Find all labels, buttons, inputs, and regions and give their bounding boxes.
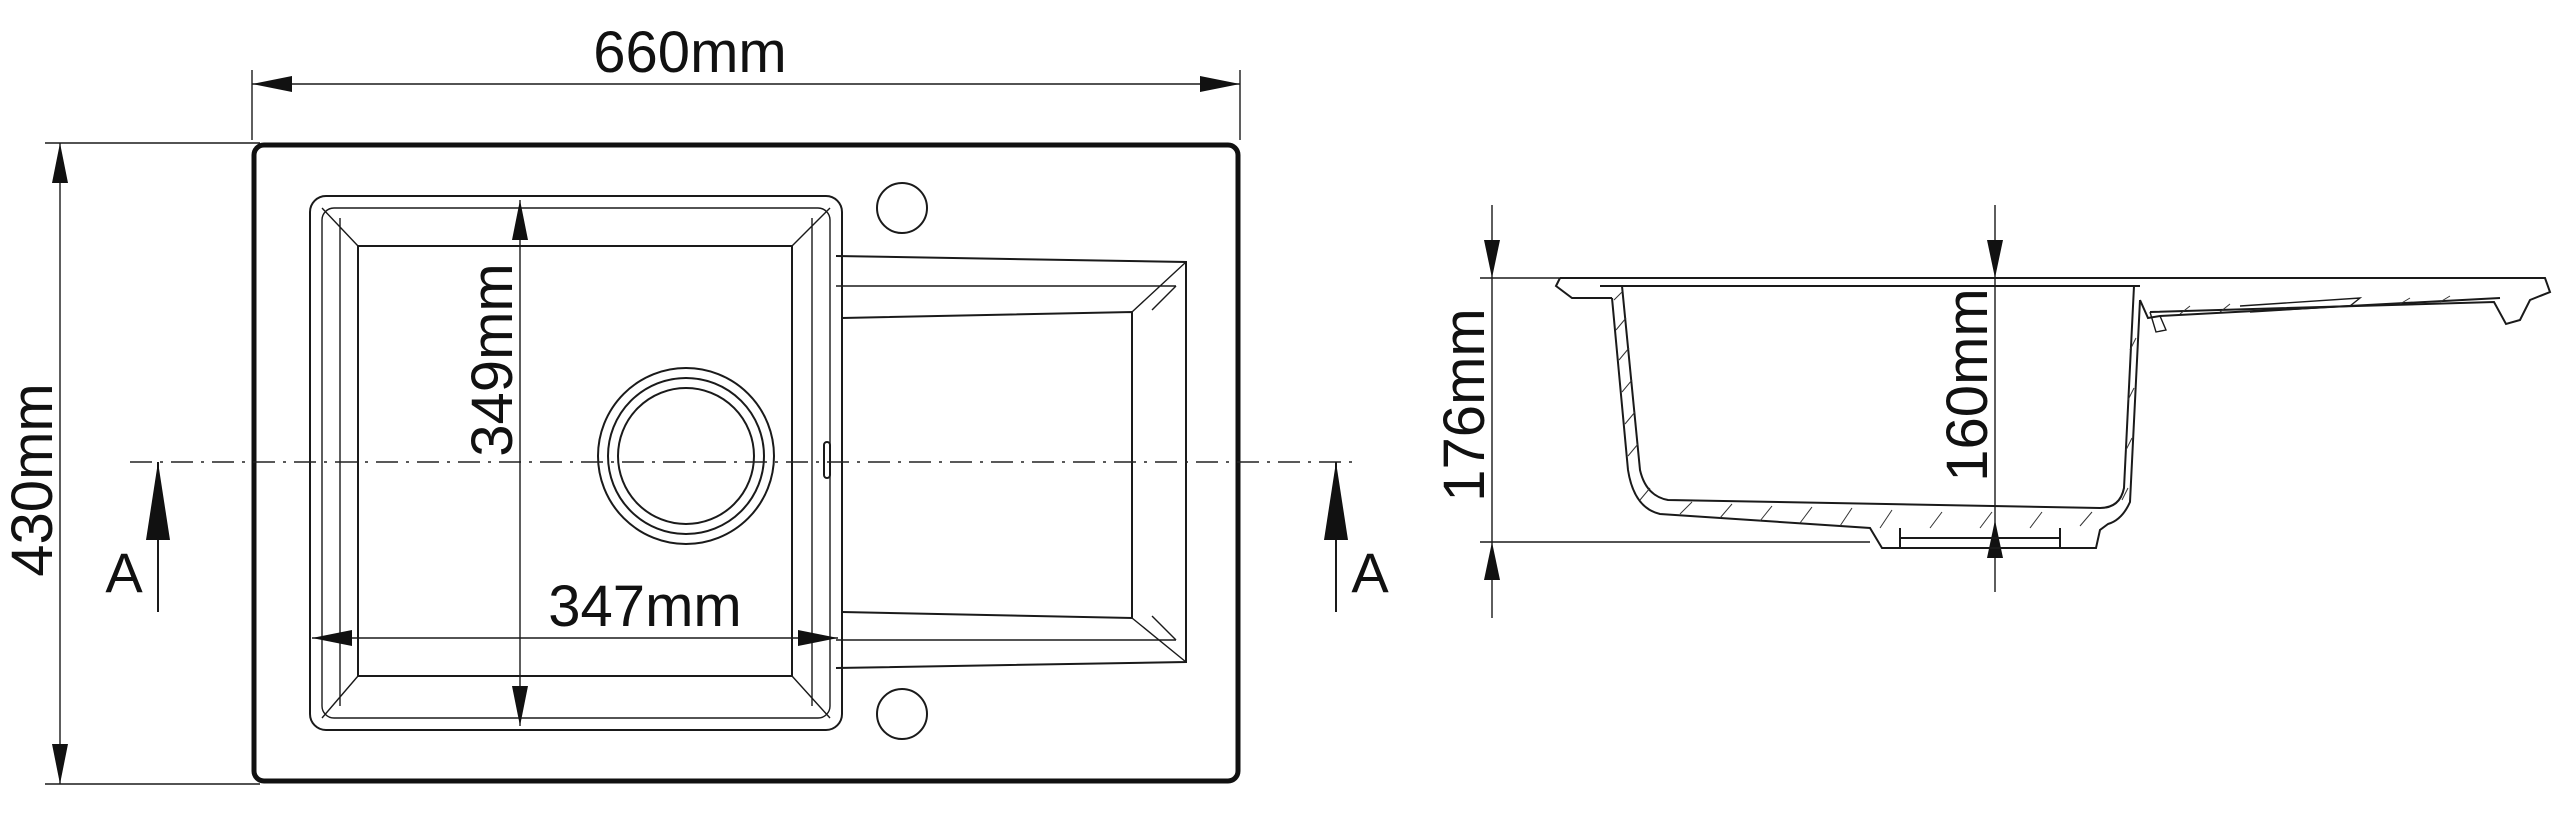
section-marker-right-label: A <box>1351 541 1389 604</box>
sink-section-profile <box>1554 277 2552 549</box>
bowl-rim-outer <box>309 195 843 731</box>
dimension-bowl-width-label: 347mm <box>548 574 741 639</box>
dimension-bowl-depth: 160mm <box>1935 205 2003 592</box>
overflow-slot <box>823 441 831 479</box>
dimension-total-height: 176mm <box>1432 205 1870 618</box>
dimension-width-label: 660mm <box>593 20 786 85</box>
section-marker-right: A <box>1324 462 1389 612</box>
dimension-bowl-length-label: 349mm <box>460 263 525 456</box>
tap-hole-bottom <box>876 688 928 740</box>
dimension-height: 430mm <box>0 142 260 785</box>
top-view: 660mm 430mm <box>0 20 1389 785</box>
dimension-bowl-width: 347mm <box>312 574 838 646</box>
dimension-height-label: 430mm <box>0 383 65 576</box>
dimension-bowl-length: 349mm <box>460 200 528 726</box>
dimension-total-height-label: 176mm <box>1432 308 1497 501</box>
dimension-width: 660mm <box>251 20 1241 140</box>
section-marker-left: A <box>105 462 170 612</box>
dimension-bowl-depth-label: 160mm <box>1935 288 2000 481</box>
drain-icon <box>597 367 775 545</box>
section-view: 176mm 160mm <box>1432 205 2552 618</box>
sink-outline <box>251 142 1241 784</box>
tap-hole-top <box>876 182 928 234</box>
section-marker-left-label: A <box>105 541 143 604</box>
bowl-floor <box>357 245 793 677</box>
